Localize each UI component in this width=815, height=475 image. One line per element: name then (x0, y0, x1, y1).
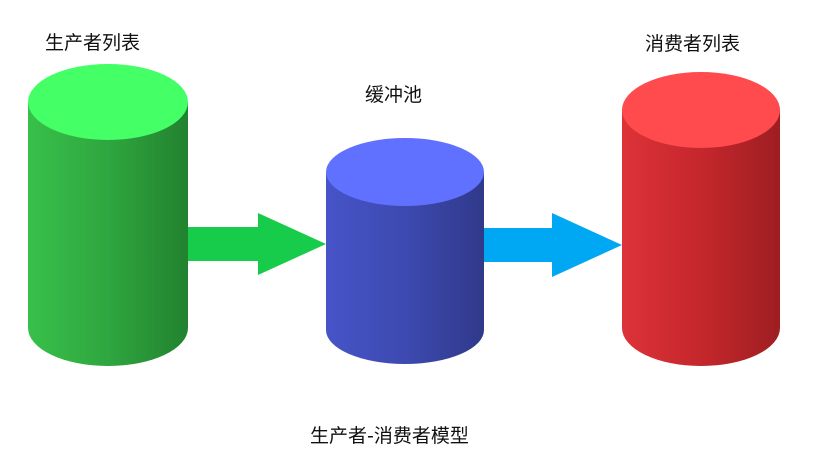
diagram-caption: 生产者-消费者模型 (310, 425, 469, 447)
buffer-pool-label: 缓冲池 (365, 84, 423, 106)
arrow-buffer-to-consumer (484, 213, 622, 277)
producer-list-label: 生产者列表 (45, 32, 141, 54)
buffer-cylinder (326, 138, 484, 364)
consumer-cylinder (622, 72, 780, 366)
arrow-producer-to-buffer (188, 213, 326, 275)
consumer-list-label: 消费者列表 (645, 33, 741, 55)
producer-cylinder (28, 64, 188, 366)
